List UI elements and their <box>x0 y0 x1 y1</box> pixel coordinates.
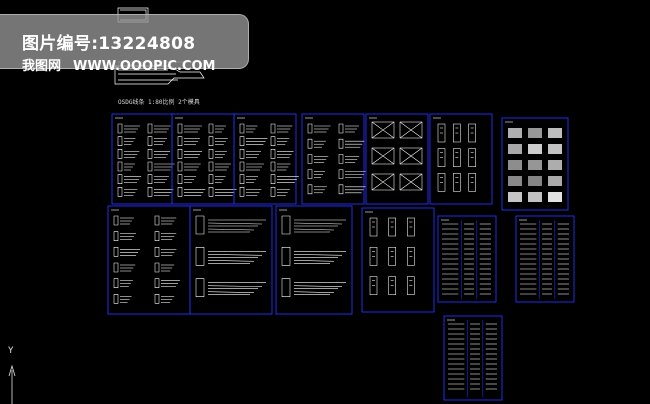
sheet-linework <box>520 220 569 299</box>
sheet-linework <box>177 123 237 197</box>
drawing-sheet[interactable] <box>233 113 299 205</box>
sheet-frame <box>275 205 353 315</box>
sheet-frame <box>111 113 173 205</box>
sheet-frame <box>171 113 235 205</box>
sheet-frame <box>189 205 273 315</box>
drawing-caption: OSDG线条 1:80比例 2个模具 <box>118 99 200 106</box>
sheet-linework <box>307 123 367 195</box>
sheet-frame <box>437 215 497 303</box>
drawing-sheet[interactable] <box>275 205 353 315</box>
drawing-sheet[interactable] <box>361 207 435 313</box>
drawing-sheet[interactable] <box>501 117 569 211</box>
sheet-linework <box>448 320 497 397</box>
sheet-linework <box>437 123 476 192</box>
sheet-linework <box>281 215 346 297</box>
drawing-sheet[interactable] <box>365 113 429 205</box>
watermark-site: 我图网 WWW.OOOPIC.COM <box>22 59 215 75</box>
sheet-linework <box>369 217 415 295</box>
sheet-linework <box>239 123 299 197</box>
watermark-site-cn: 我图网 <box>22 59 62 74</box>
sheet-linework <box>113 215 180 304</box>
sheet-frame <box>301 113 365 205</box>
drawing-sheet[interactable] <box>189 205 273 315</box>
drawing-sheet[interactable] <box>515 215 575 303</box>
drawing-sheet[interactable] <box>443 315 503 401</box>
drawing-sheet[interactable] <box>437 215 497 303</box>
watermark-site-url: WWW.OOOPIC.COM <box>73 59 216 74</box>
sheet-frame <box>365 113 429 205</box>
ucs-y-label: Y <box>8 346 14 356</box>
watermark-image-id: 图片编号:13224808 <box>22 34 196 54</box>
ucs-icon <box>8 364 16 404</box>
sheet-linework <box>508 128 562 202</box>
watermark-banner: 图片编号:13224808 我图网 WWW.OOOPIC.COM <box>0 14 249 74</box>
sheet-frame <box>501 117 569 211</box>
sheet-frame <box>429 113 493 205</box>
drawing-sheet[interactable] <box>301 113 367 205</box>
drawing-sheet[interactable] <box>429 113 493 205</box>
sheet-frame <box>515 215 575 303</box>
drawing-sheet[interactable] <box>107 205 191 315</box>
sheet-frame <box>443 315 503 401</box>
sheet-linework <box>117 123 175 197</box>
drawing-sheet[interactable] <box>171 113 237 205</box>
sheet-linework <box>371 121 423 191</box>
sheet-frame <box>233 113 297 205</box>
drawing-sheets[interactable] <box>107 113 575 401</box>
sheet-frame <box>361 207 435 313</box>
sheet-linework <box>195 215 266 297</box>
sheet-frame <box>107 205 191 315</box>
sheet-linework <box>442 220 491 299</box>
drawing-sheet[interactable] <box>111 113 175 205</box>
